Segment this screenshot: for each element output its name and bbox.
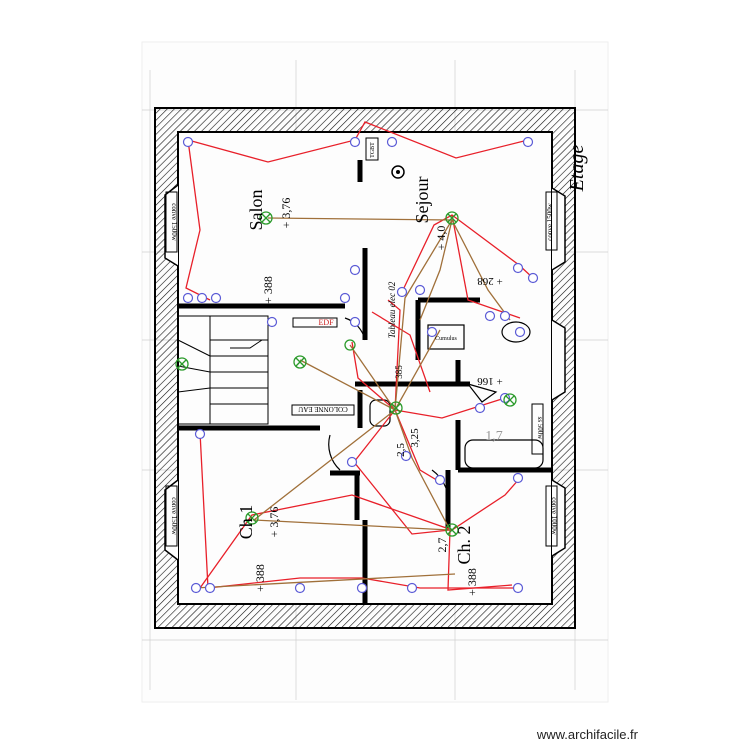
tgbt-label: TGBT: [370, 142, 376, 158]
outer-walls: [154, 107, 576, 629]
light-symbols: [175, 211, 517, 537]
brown-wiring: [194, 217, 511, 589]
dim-268: + 268: [477, 275, 503, 287]
ch2-floor: + 388: [465, 568, 479, 596]
salon-floor: + 388: [261, 276, 275, 304]
staircase: [177, 315, 269, 425]
convector-ch1: conve 1500w: [170, 497, 178, 535]
sejour-height: + 4,0: [434, 226, 448, 251]
antenna-symbol: [391, 165, 405, 179]
convector-sejour: conve 1500w: [546, 202, 554, 240]
edf-label: EDF: [318, 318, 334, 327]
tableau-label: Tableau elec 02: [387, 281, 397, 338]
bathroom-fixtures: [328, 317, 544, 511]
convector-ch2: conve 1000w: [550, 497, 558, 535]
red-wiring: [185, 121, 534, 591]
convector-salon: conve 1500w: [170, 203, 178, 241]
dim-325: 3,25: [409, 428, 421, 448]
ch1-floor: + 388: [253, 564, 267, 592]
watermark: www.archifacile.fr: [536, 727, 638, 742]
room-sejour: Sejour: [412, 176, 432, 223]
dim-17: 1,7: [485, 429, 503, 444]
convector-sdb: ss 500w: [536, 417, 544, 441]
floor-title: Etage: [566, 145, 588, 193]
room-salon: Salon: [246, 189, 266, 230]
ch1-height: + 3,76: [267, 507, 281, 538]
colonne-eau-label: COLONNE EAU: [298, 405, 348, 413]
dim-385: 385: [394, 365, 404, 379]
equipment-boxes: [165, 137, 558, 547]
dim-25: 2,5: [395, 443, 407, 457]
room-ch2: Ch. 2: [454, 525, 474, 564]
room-ch1: Ch 1: [236, 505, 256, 540]
salon-height: + 3,76: [279, 198, 293, 229]
socket-symbols: [182, 136, 539, 594]
dim-166: + 166: [477, 375, 503, 387]
ch2-height: 2,7: [435, 538, 449, 553]
cumulus-label: Cumulus: [435, 336, 457, 342]
